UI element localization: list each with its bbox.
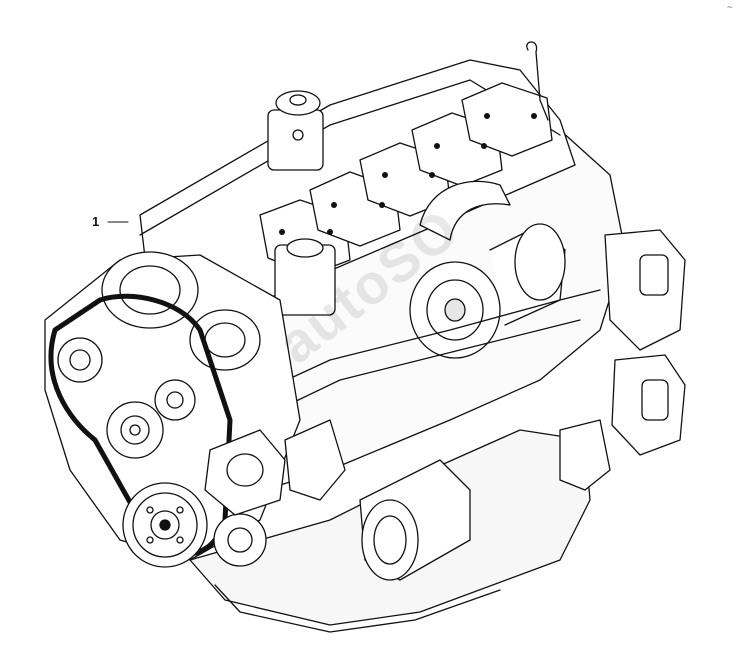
engine-mount-rear xyxy=(559,419,611,491)
intake-pipe xyxy=(419,180,511,241)
water-pump xyxy=(213,513,267,567)
exhaust-manifold xyxy=(604,229,686,456)
oil-filler-cap xyxy=(267,90,324,171)
air-compressor xyxy=(204,429,286,516)
filter-housing xyxy=(274,238,336,316)
tensioner-pulley xyxy=(106,401,164,459)
fan-hub xyxy=(154,379,196,421)
dipstick xyxy=(526,41,549,121)
oil-pan xyxy=(214,584,501,633)
crankshaft-pulley xyxy=(122,482,208,568)
idler-pulley xyxy=(57,337,103,383)
corner-mark: ~ xyxy=(727,2,733,12)
engine-mount xyxy=(284,419,346,501)
injector-cover-bolts xyxy=(279,113,537,235)
callout-number-1: 1 xyxy=(92,214,100,229)
starter-motor xyxy=(359,459,471,581)
